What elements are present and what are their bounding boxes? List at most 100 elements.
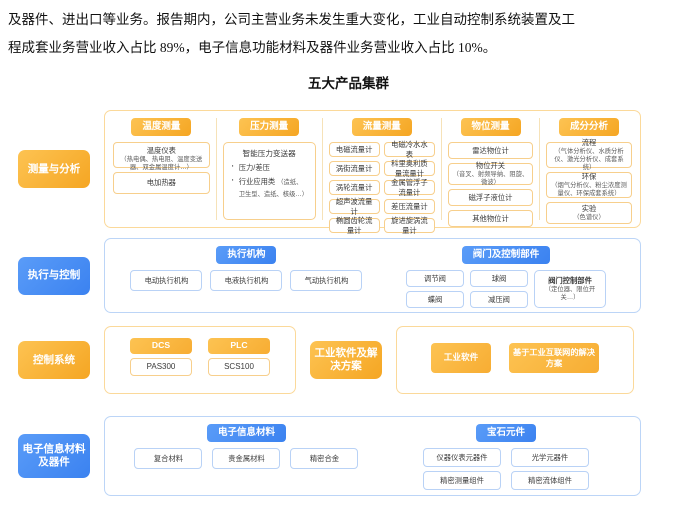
bullet-label: 行业应用类 [238, 177, 276, 186]
item-level[interactable]: 物位开关 （音叉、射频导纳、阻旋、微波） [448, 161, 534, 186]
paragraph-line-2: 程成套业务营业收入占比 89%，电子信息功能材料及器件业务营业收入占比 10%。 [8, 40, 497, 55]
group-electronic-material: 电子信息材料 复合材料 贵金属材料 精密合金 [113, 424, 380, 488]
panel-measurement: 温度测量 温度仪表 （热电偶、热电阻、温度变送器、双金属温度计…） 电加热器 压… [104, 110, 641, 235]
group-actuator: 执行机构 电动执行机构 电液执行机构 气动执行机构 [113, 246, 380, 305]
head-dcs[interactable]: DCS [130, 338, 192, 354]
group-composition: 成分分析 流程 （气体分析仪、水质分析仪、激光分析仪、成套系统） 环保 （烟气分… [540, 118, 632, 224]
item-flow[interactable]: 电磁冷水水表 [383, 140, 436, 159]
bullet-list: 压力/差压 行业应用类 （造纸、卫生型、造纸、核级…） [230, 161, 309, 200]
item-label: 旋进旋涡流量计 [391, 216, 428, 235]
flow-column-right: 电磁冷水水表 科里奥利质量流量计 金属管浮子流量计 差压流量计 旋进旋涡流量计 [383, 140, 436, 237]
item-actuator[interactable]: 电液执行机构 [210, 270, 283, 291]
item-valve[interactable]: 球阀 [469, 270, 528, 287]
group-head-temperature[interactable]: 温度测量 [131, 118, 192, 136]
item-pas300[interactable]: PAS300 [130, 358, 192, 376]
item-gem[interactable]: 精密流体组件 [510, 471, 589, 490]
item-valve[interactable]: 减压阀 [469, 291, 528, 308]
item-composition[interactable]: 实验 （色谱仪） [546, 202, 632, 224]
item-flow[interactable]: 旋进旋涡流量计 [383, 216, 436, 235]
group-head-valve[interactable]: 阀门及控制部件 [461, 246, 551, 264]
item-label: 气动执行机构 [304, 275, 349, 285]
item-label: 电动执行机构 [144, 275, 189, 285]
group-head-level[interactable]: 物位测量 [460, 118, 521, 136]
category-pill-control-system[interactable]: 控制系统 [18, 341, 90, 379]
item-temperature-instrument[interactable]: 温度仪表 （热电偶、热电阻、温度变送器、双金属温度计…） [113, 142, 210, 171]
item-actuator[interactable]: 气动执行机构 [290, 270, 363, 291]
item-label: 光学元器件 [531, 452, 569, 462]
bullet-item[interactable]: 压力/差压 [231, 161, 309, 173]
item-label: 复合材料 [153, 453, 184, 463]
item-actuator[interactable]: 电动执行机构 [130, 270, 203, 291]
item-label: 电磁流量计 [335, 144, 373, 154]
panel-control-system: DCS PAS300 PLC SCS100 [104, 326, 296, 394]
item-material[interactable]: 精密合金 [290, 448, 359, 469]
item-label: 减压阀 [488, 294, 510, 304]
item-label: SCS100 [224, 362, 254, 372]
item-smart-pressure-transmitter[interactable]: 智能压力变送器 压力/差压 行业应用类 （造纸、卫生型、造纸、核级…） [222, 142, 316, 220]
group-head-electronic-material[interactable]: 电子信息材料 [206, 424, 286, 442]
category-pill-industrial-software[interactable]: 工业软件及解决方案 [310, 341, 382, 379]
item-sub: （定位器、限位开关…） [544, 285, 596, 301]
diagram-row-control-system: 控制系统 DCS PAS300 PLC SCS100 工业软件及解决方案 工业软… [18, 326, 634, 394]
item-flow[interactable]: 椭圆齿轮流量计 [328, 216, 380, 235]
panel-industrial-software: 工业软件 基于工业互联网的解决方案 [396, 326, 634, 394]
item-flow[interactable]: 电磁流量计 [328, 142, 380, 157]
item-valve[interactable]: 调节阀 [405, 270, 464, 287]
category-pill-actuation[interactable]: 执行与控制 [18, 256, 90, 295]
head-plc[interactable]: PLC [208, 338, 270, 354]
panel-actuation: 执行机构 电动执行机构 电液执行机构 气动执行机构 阀门及控制部件 调节阀 蝶阀… [104, 238, 641, 313]
electronic-material-items: 复合材料 贵金属材料 精密合金 [134, 448, 359, 473]
item-flow[interactable]: 涡街流量计 [328, 161, 380, 176]
category-pill-measurement[interactable]: 测量与分析 [18, 150, 90, 188]
item-valve-control-component[interactable]: 阀门控制部件 （定位器、限位开关…） [533, 270, 606, 308]
item-gem[interactable]: 精密测量组件 [422, 471, 501, 490]
item-gem[interactable]: 光学元器件 [510, 448, 589, 467]
group-head-flow[interactable]: 流量测量 [351, 118, 412, 136]
item-label: 磁浮子液位计 [468, 192, 513, 202]
valve-column-mid: 球阀 减压阀 [469, 270, 528, 312]
item-gem[interactable]: 仪器仪表元器件 [422, 448, 501, 467]
item-label: 金属管浮子流量计 [391, 178, 428, 197]
group-head-actuator[interactable]: 执行机构 [216, 246, 277, 264]
category-pill-electronic-materials[interactable]: 电子信息材料及器件 [18, 434, 90, 478]
diagram-row-actuation: 执行与控制 执行机构 电动执行机构 电液执行机构 气动执行机构 阀门及控制部件 … [18, 238, 641, 313]
item-label: 精密测量组件 [440, 475, 484, 485]
bullet-sub: （造纸、卫生型、造纸、核级…） [238, 179, 308, 198]
tile-iiot-solution[interactable]: 基于工业互联网的解决方案 [509, 343, 599, 373]
figure-title: 五大产品集群 [308, 76, 389, 91]
item-sub: （热电偶、热电阻、温度变送器、双金属温度计…） [120, 155, 203, 171]
item-scs100[interactable]: SCS100 [208, 358, 270, 376]
item-material[interactable]: 复合材料 [134, 448, 203, 469]
item-flow[interactable]: 差压流量计 [383, 199, 436, 214]
bullet-item[interactable]: 行业应用类 （造纸、卫生型、造纸、核级…） [231, 175, 309, 200]
item-flow[interactable]: 科里奥利质量流量计 [383, 159, 436, 178]
item-label: 差压流量计 [391, 201, 428, 211]
actuator-items: 电动执行机构 电液执行机构 气动执行机构 [130, 270, 363, 295]
item-level[interactable]: 雷达物位计 [448, 142, 534, 159]
item-label: 电液执行机构 [224, 275, 269, 285]
group-head-gem-component[interactable]: 宝石元件 [475, 424, 536, 442]
item-label: 超声波流量计 [335, 197, 373, 216]
item-level[interactable]: 磁浮子液位计 [448, 189, 534, 206]
item-electric-heater[interactable]: 电加热器 [113, 172, 210, 194]
item-label: 球阀 [491, 273, 507, 283]
group-head-composition[interactable]: 成分分析 [558, 118, 619, 136]
control-system-pairs: DCS PAS300 PLC SCS100 [130, 334, 270, 380]
item-material[interactable]: 贵金属材料 [212, 448, 281, 469]
item-sub: （气体分析仪、水质分析仪、激光分析仪、成套系统） [554, 147, 624, 171]
gem-component-items: 仪器仪表元器件 精密测量组件 光学元器件 精密流体组件 [422, 448, 589, 494]
item-valve[interactable]: 蝶阀 [405, 291, 464, 308]
item-composition[interactable]: 环保 （烟气分析仪、粉尘浓度测量仪、环保成套系统） [546, 172, 632, 198]
item-flow[interactable]: 金属管浮子流量计 [383, 178, 436, 197]
item-composition[interactable]: 流程 （气体分析仪、水质分析仪、激光分析仪、成套系统） [546, 138, 632, 171]
tile-industrial-software[interactable]: 工业软件 [431, 343, 491, 373]
flow-column-left: 电磁流量计 涡街流量计 涡轮流量计 超声波流量计 椭圆齿轮流量计 [328, 142, 380, 237]
group-head-pressure[interactable]: 压力测量 [239, 118, 300, 136]
item-flow[interactable]: 涡轮流量计 [328, 180, 380, 195]
panel-electronic-materials: 电子信息材料 复合材料 贵金属材料 精密合金 宝石元件 仪器仪表元器件 精密测量… [104, 416, 641, 496]
valve-column-left: 调节阀 蝶阀 [405, 270, 464, 312]
item-level[interactable]: 其他物位计 [448, 210, 534, 227]
item-label: 仪器仪表元器件 [436, 452, 488, 462]
item-label: 涡轮流量计 [335, 182, 373, 192]
item-flow[interactable]: 超声波流量计 [328, 197, 380, 216]
